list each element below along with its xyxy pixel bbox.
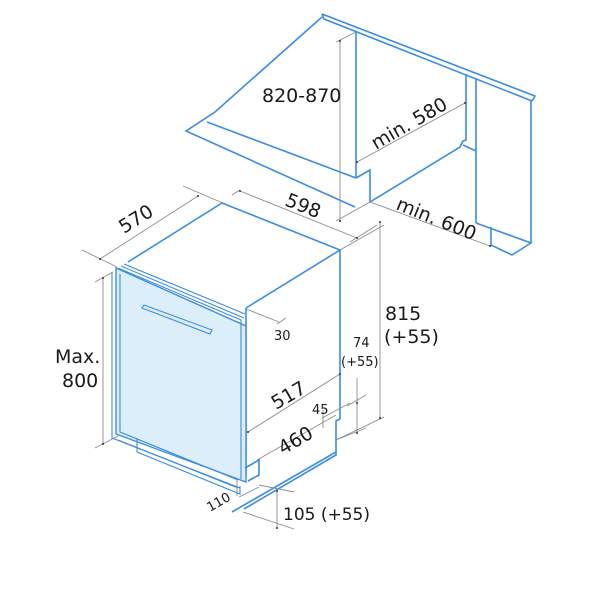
plinth-recess-label: 110 <box>205 490 234 515</box>
foot-height-label-2: (+55) <box>341 355 379 370</box>
appliance-dimensions <box>94 222 385 530</box>
door-height-label-1: Max. <box>55 346 100 368</box>
foot-height-label-1: 74 <box>353 336 370 351</box>
door-offset-label: 30 <box>274 329 291 344</box>
appliance-height-label-1: 815 <box>385 303 421 325</box>
dimension-ticks <box>99 40 491 529</box>
niche-height-label: 820-870 <box>262 85 341 107</box>
plinth-depth-lower-label: 460 <box>275 422 317 459</box>
appliance-height-label-2: (+55) <box>384 326 439 348</box>
plinth-depth-upper-label: 517 <box>268 377 310 414</box>
plinth-height-label: 105 (+55) <box>283 505 370 525</box>
foot-gap-label: 45 <box>312 403 329 418</box>
niche-outline <box>184 13 537 256</box>
appliance-depth-label: 570 <box>115 200 157 238</box>
door-handle <box>141 304 213 335</box>
dishwasher-door <box>111 263 247 495</box>
door-height-label-2: 800 <box>62 370 98 392</box>
niche-width-label: min. 600 <box>393 193 479 245</box>
niche-depth-label: min. 580 <box>368 93 452 154</box>
plinth-foot <box>231 451 337 513</box>
niche-dimensions <box>81 31 491 268</box>
appliance-width-label: 598 <box>282 189 324 223</box>
